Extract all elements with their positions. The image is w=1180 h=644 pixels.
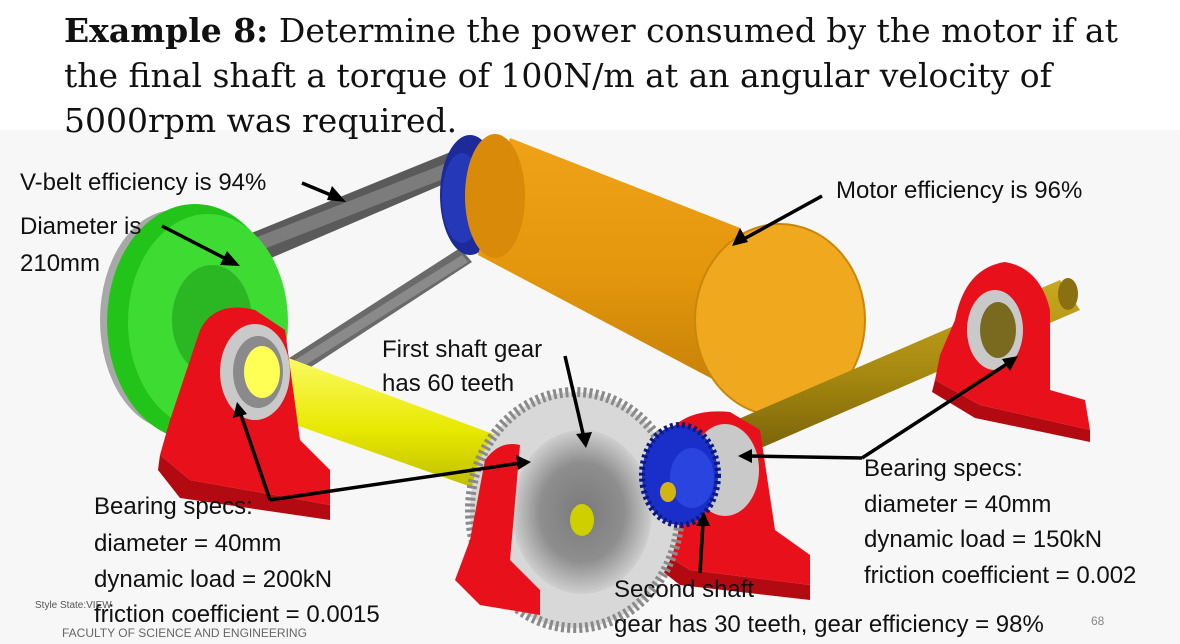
motor: [440, 134, 866, 417]
right-bearing-title: Bearing specs:: [864, 455, 1023, 482]
diameter-label-line2: 210mm: [20, 250, 101, 277]
v-belt: [190, 140, 500, 395]
right-bearing-far: [932, 262, 1090, 442]
page-number: 68: [1091, 614, 1105, 628]
style-state-text: Style State:VIEW: [35, 600, 112, 611]
right-bearing-friction: friction coefficient = 0.002: [864, 562, 1137, 589]
first-gear-label-line1: First shaft gear: [382, 336, 543, 363]
diameter-label-line1: Diameter is: [20, 213, 142, 240]
left-bearing-title: Bearing specs:: [94, 493, 253, 520]
second-gear-label-line2: gear has 30 teeth, gear efficiency = 98%: [614, 611, 1044, 638]
annotation-arrows: [161, 181, 1018, 574]
left-bearing: [158, 307, 330, 520]
second-gear-label-line1: Second shaft: [614, 576, 755, 603]
example-label: Example 8:: [64, 11, 269, 50]
motor-efficiency-label: Motor efficiency is 96%: [836, 177, 1083, 204]
left-bearing-friction: friction coefficient = 0.0015: [94, 601, 380, 628]
right-bearing-diameter: diameter = 40mm: [864, 491, 1052, 518]
vbelt-efficiency-label: V-belt efficiency is 94%: [20, 169, 267, 196]
first-gear-bearing: [455, 444, 540, 615]
faculty-footer: FACULTY OF SCIENCE AND ENGINEERING: [62, 626, 307, 640]
left-bearing-diameter: diameter = 40mm: [94, 530, 282, 557]
page-title: Example 8: Determine the power consumed …: [64, 8, 1144, 143]
first-shaft-gear: [465, 387, 685, 633]
first-gear-label-line2: has 60 teeth: [382, 370, 515, 397]
left-bearing-load: dynamic load = 200kN: [94, 566, 333, 593]
problem-statement: Determine the power consumed by the moto…: [64, 11, 1118, 140]
second-shaft-gear: [639, 422, 721, 528]
right-bearing-load: dynamic load = 150kN: [864, 526, 1103, 553]
